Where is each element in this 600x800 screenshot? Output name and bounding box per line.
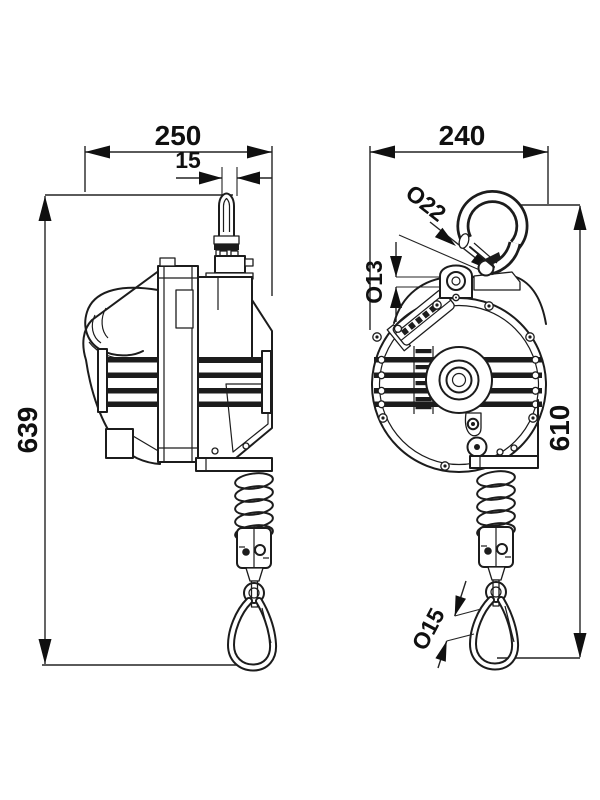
coil-spring-front [476,470,516,540]
side-lower-assembly [226,472,278,672]
flange-bolts [372,300,538,471]
ball-stop-side [236,527,272,569]
gearbox-block [196,276,253,359]
cable-side [250,580,259,608]
dim-label-240: 240 [439,120,486,151]
mounting-column [157,257,199,463]
side-connector-box [105,428,134,459]
top-hook-side [205,192,254,280]
dim-front-height: 610 [497,204,587,659]
ball-stop-front [478,526,514,568]
top-hook-front [456,190,529,291]
front-lower-assembly: O15 [406,470,520,671]
dim-carabiner-wire: O15 [406,580,482,669]
front-view: 240 610 O13 O22 [361,120,587,671]
dim-front-width: 240 [369,120,549,330]
dim-hook-offset: 15 [175,147,272,196]
cable-guide-tab [464,412,482,437]
dim-side-height: 639 [12,194,260,666]
dim-label-639: 639 [12,407,43,454]
dim-label-250: 250 [155,120,202,151]
carabiner-side [226,582,278,672]
side-body [82,257,273,472]
dim-label-O22: O22 [401,179,451,226]
side-view: 639 250 15 [12,120,278,672]
dim-label-O13: O13 [361,260,387,303]
carabiner-front [468,581,520,671]
center-hub [425,346,493,414]
cable-front [492,579,500,607]
dim-label-15: 15 [175,147,201,173]
suspension-eye [439,264,473,302]
dim-side-width: 250 [84,120,273,296]
front-body [371,190,547,473]
dim-label-610: 610 [544,405,575,452]
